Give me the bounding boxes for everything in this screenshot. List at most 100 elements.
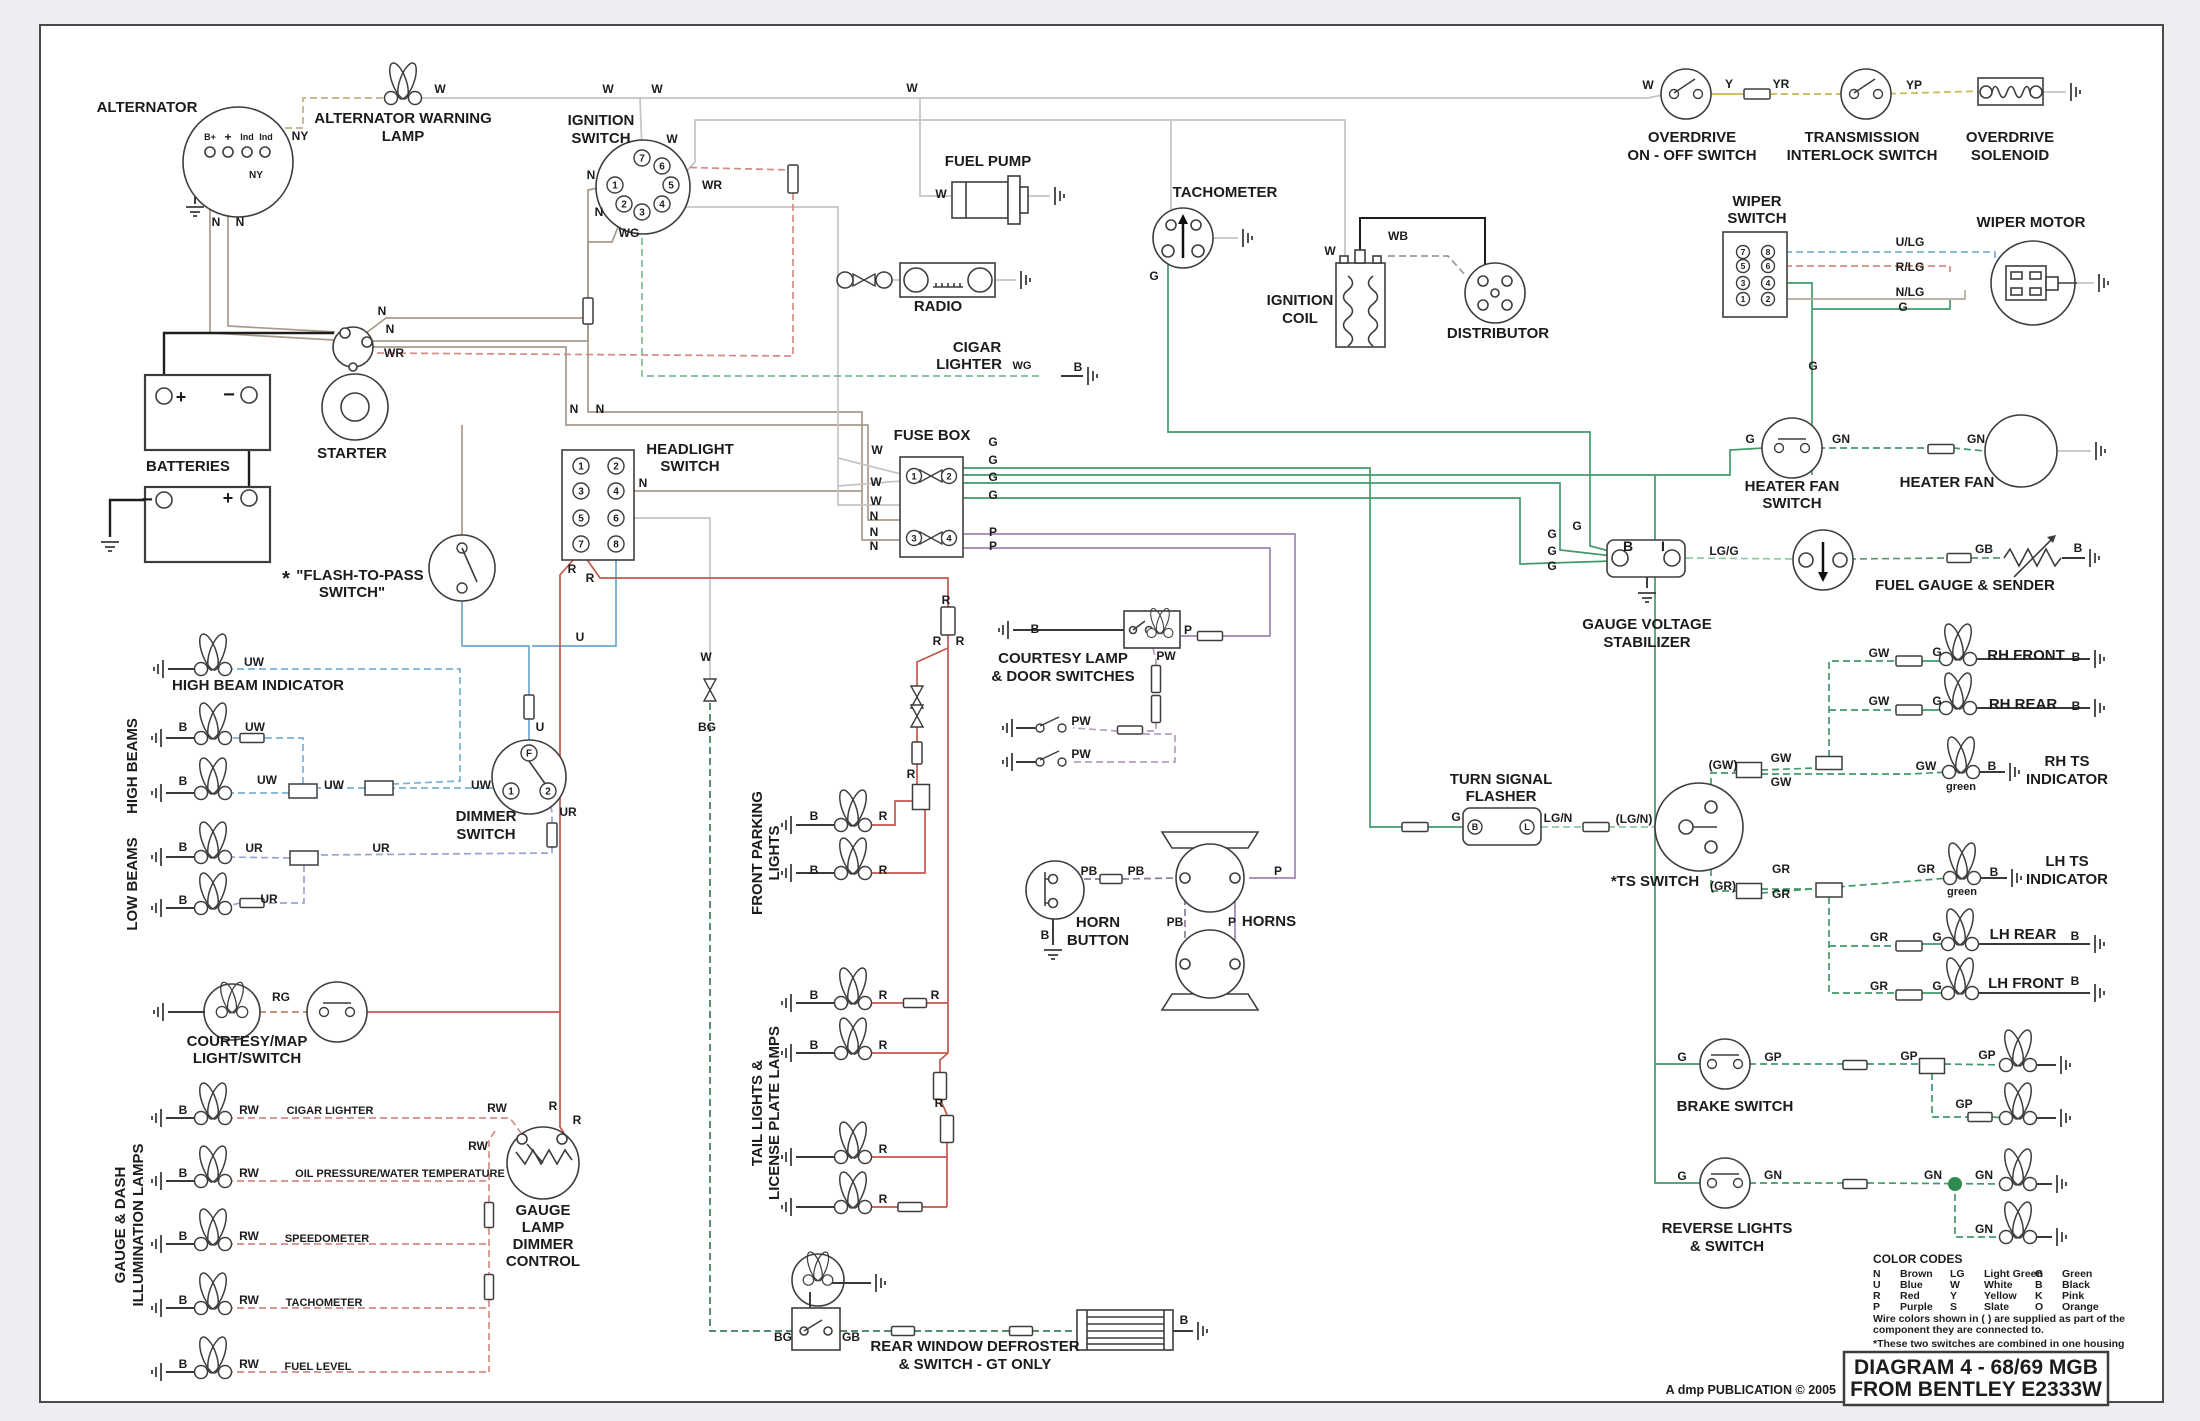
- diagram-label: & DOOR SWITCHES: [991, 668, 1134, 685]
- lamp-icon: [833, 1017, 873, 1061]
- wire: [963, 533, 1296, 879]
- diagram-label: W: [935, 187, 947, 201]
- diagram-label: P: [1228, 915, 1236, 929]
- diagram-label: B: [179, 1166, 188, 1180]
- terminal-pin: [1735, 258, 1751, 274]
- ground-icon: [2094, 650, 2105, 668]
- battery-terminal: [240, 386, 258, 404]
- wire: [837, 457, 902, 475]
- lamp-icon: [833, 1171, 873, 1215]
- diagram-label: GB: [1975, 542, 1993, 556]
- wiper-motor-pad: [2029, 271, 2042, 280]
- diagram-label: B: [179, 840, 188, 854]
- battery-terminal: [155, 491, 173, 509]
- lamp-icon: [1942, 842, 1982, 886]
- color-code-name: White: [1984, 1279, 2013, 1291]
- lamp-housing: [791, 1253, 845, 1307]
- diagram-label: G: [1932, 694, 1941, 708]
- diagram-label: +: [224, 130, 231, 144]
- diagram-label: UR: [245, 841, 263, 855]
- diagram-label: R: [935, 1096, 944, 1110]
- diagram-label: YP: [1906, 78, 1922, 92]
- wire: [227, 902, 241, 907]
- inline-connector: [582, 297, 594, 325]
- diagram-label: INDICATOR: [2026, 771, 2108, 788]
- wire: [963, 547, 1271, 637]
- terminal-pin-label: 3: [639, 208, 645, 219]
- inline-connector: [1967, 1111, 1993, 1123]
- diagram-label: *TS SWITCH: [1611, 873, 1699, 890]
- diagram-label: DIMMER: [513, 1236, 574, 1253]
- battery-terminal: [240, 489, 258, 507]
- coil-terminal: [1339, 255, 1349, 264]
- switch-symbol: [306, 981, 368, 1043]
- wire: [580, 550, 949, 607]
- diagram-label: STARTER: [317, 445, 387, 462]
- inline-connector: [1842, 1059, 1868, 1071]
- diagram-label: LIGHTER: [936, 356, 1002, 373]
- diagram-label: ALTERNATOR WARNING: [314, 110, 492, 127]
- wire: [963, 467, 1403, 828]
- lamp-icon: [193, 633, 233, 677]
- lamp-icon: [1941, 736, 1981, 780]
- terminal-pin: [662, 176, 680, 194]
- wire: [1073, 733, 1176, 763]
- inline-connector: [940, 606, 956, 636]
- inline-connector: [897, 1201, 923, 1213]
- lamp-icon: [1998, 1148, 2038, 1192]
- dimmer-rheostat: [515, 1148, 573, 1166]
- diagram-label: N: [570, 402, 579, 416]
- connector-block: [1815, 755, 1843, 771]
- diagram-label: GW: [1771, 751, 1792, 765]
- inline-connector: [1946, 552, 1972, 564]
- diagram-label: SWITCH: [571, 130, 630, 147]
- terminal-pin: [606, 176, 624, 194]
- diagram-label: G: [1149, 269, 1158, 283]
- diagram-label: N: [870, 509, 879, 523]
- diagram-label: B: [179, 774, 188, 788]
- ground-icon: [186, 206, 204, 217]
- lamp-icon: [1938, 672, 1978, 716]
- wire: [1848, 557, 1948, 560]
- terminal-pin: [1735, 244, 1751, 260]
- lamp-icon: [193, 872, 233, 916]
- ground-icon: [1087, 367, 1098, 385]
- color-code-abbr: U: [1873, 1279, 1881, 1291]
- diagram-label: LH FRONT: [1988, 975, 2064, 992]
- horn-button-bracket: [1044, 872, 1049, 906]
- diagram-label: GP: [1955, 1097, 1972, 1111]
- defroster-switch-lever: [803, 1319, 823, 1332]
- lamp-icon: [193, 1208, 233, 1252]
- color-code-abbr: R: [1873, 1290, 1881, 1302]
- diagram-label: R: [879, 988, 888, 1002]
- diagram-label: GP: [1764, 1050, 1781, 1064]
- terminal-pin: [1467, 819, 1483, 835]
- ground-icon: [151, 1172, 162, 1190]
- wire: [317, 846, 553, 856]
- lamp-icon: [215, 981, 249, 1019]
- door-switch-symbol: [1035, 750, 1067, 767]
- diagram-label: B: [2072, 650, 2081, 664]
- horn-terminal: [1229, 872, 1241, 884]
- diagram-label: B: [2074, 541, 2083, 555]
- diagram-label: B: [1180, 1313, 1189, 1327]
- diagram-label: B: [1031, 622, 1040, 636]
- starter-symbol: [321, 373, 389, 441]
- wire: [1774, 251, 1996, 262]
- diagram-label: R: [931, 988, 940, 1002]
- terminal-pin-label: 2: [621, 200, 627, 211]
- wire: [939, 1098, 948, 1116]
- inline-connector: [939, 1114, 955, 1144]
- diagram-label: GN: [1975, 1222, 1993, 1236]
- diagram-label: ILLUMINATION LAMPS: [130, 1143, 147, 1306]
- wire: [1760, 877, 1950, 894]
- diagram-label: HEADLIGHT: [646, 441, 734, 458]
- diagram-label: N: [596, 402, 605, 416]
- ground-icon: [151, 848, 162, 866]
- diagram-label: WIPER: [1732, 193, 1781, 210]
- diagram-label: FLASHER: [1466, 788, 1537, 805]
- terminal-pin-label: 5: [668, 181, 674, 192]
- ts-switch-pin: [1678, 819, 1694, 835]
- diagram-label: UW: [324, 778, 345, 792]
- ground-icon: [2070, 83, 2081, 101]
